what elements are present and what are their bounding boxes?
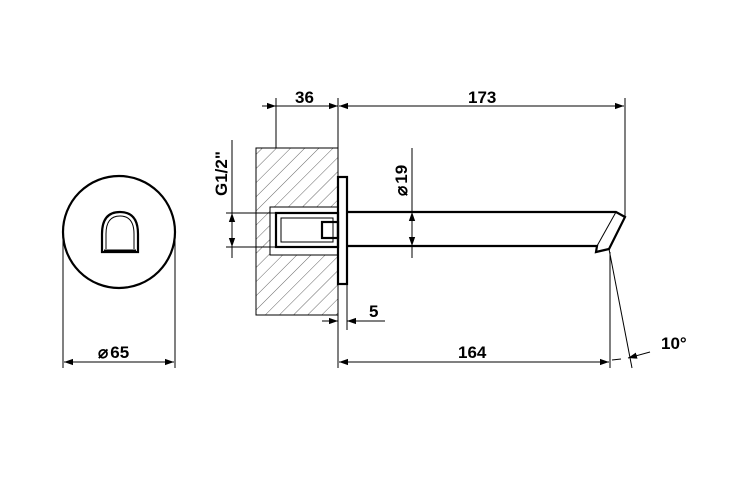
rosette-circle [61,174,177,290]
side-view: G1/2" ⌀19 36 173 5 164 10° [212,88,687,369]
dim-label-spout-diameter: ⌀19 [392,165,411,196]
spout-outlet-inner [105,215,135,249]
front-view: ⌀65 [61,174,177,368]
dim-label-spout-angle: 10° [661,334,687,353]
dim-line-angle [627,351,651,359]
dim-label-rosette-diameter: ⌀65 [98,343,129,362]
dim-label-total-length: 173 [468,88,496,107]
dim-label-thread: G1/2" [212,151,231,196]
spout-body [347,210,627,254]
spout-outlet-outline [100,210,140,254]
dim-label-projection: 164 [458,343,487,362]
dim-label-wall-depth: 36 [295,88,314,107]
dim-label-flange-thickness: 5 [369,302,378,321]
flange-plate [336,175,349,286]
